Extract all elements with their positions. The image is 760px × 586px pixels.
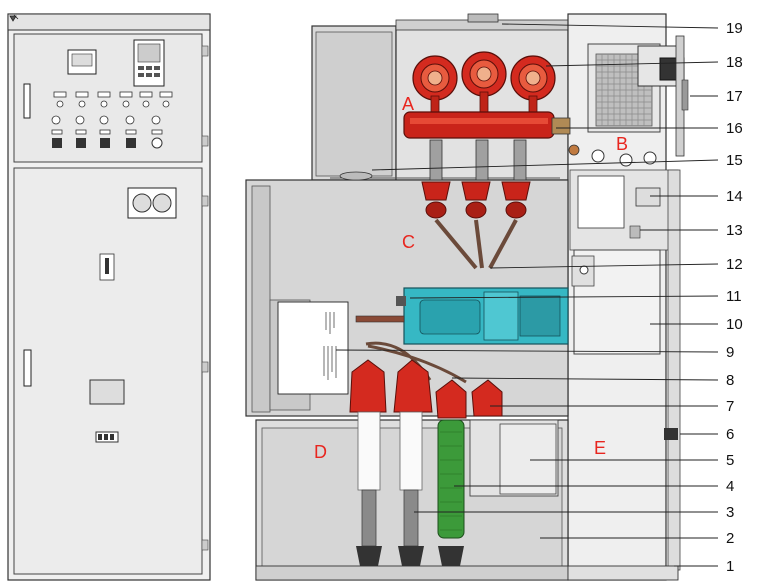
callout-10: 10 [726,316,743,333]
spout-contact-boxes [421,139,531,219]
front-view-cabinet [7,13,211,581]
callout-15: 15 [726,152,743,169]
zone-label-b: B [616,134,628,154]
zone-label-c: C [402,232,415,252]
cable-terminations [349,359,433,566]
callout-3: 3 [726,504,734,521]
callout-14: 14 [726,188,743,205]
callout-1: 1 [726,558,734,575]
callout-6: 6 [726,426,734,443]
callout-11: 11 [726,288,742,305]
surge-arrester [435,379,503,566]
vacuum-circuit-breaker [355,287,569,345]
b-compartment-devices [591,149,657,167]
leader-lines [335,23,719,567]
section-view-cabinet [245,13,689,581]
connection-arms [434,218,518,270]
callout-8: 8 [726,372,734,389]
callout-18: 18 [726,54,743,71]
callout-19: 19 [726,20,743,37]
callout-2: 2 [726,530,734,547]
callout-4: 4 [726,478,734,495]
current-transformers-busbar [412,51,556,119]
callout-13: 13 [726,222,743,239]
busbar-insulator-bar [403,111,580,156]
callout-5: 5 [726,452,734,469]
zone-label-a: A [402,94,414,114]
callout-17: 17 [726,88,743,105]
callout-9: 9 [726,344,734,361]
callout-7: 7 [726,398,734,415]
zone-label-e: E [594,438,606,458]
callout-12: 12 [726,256,743,273]
callout-numbers: 19 18 17 16 15 14 13 12 11 10 9 8 7 6 5 … [726,20,743,575]
callout-16: 16 [726,120,743,137]
zone-label-d: D [314,442,327,462]
